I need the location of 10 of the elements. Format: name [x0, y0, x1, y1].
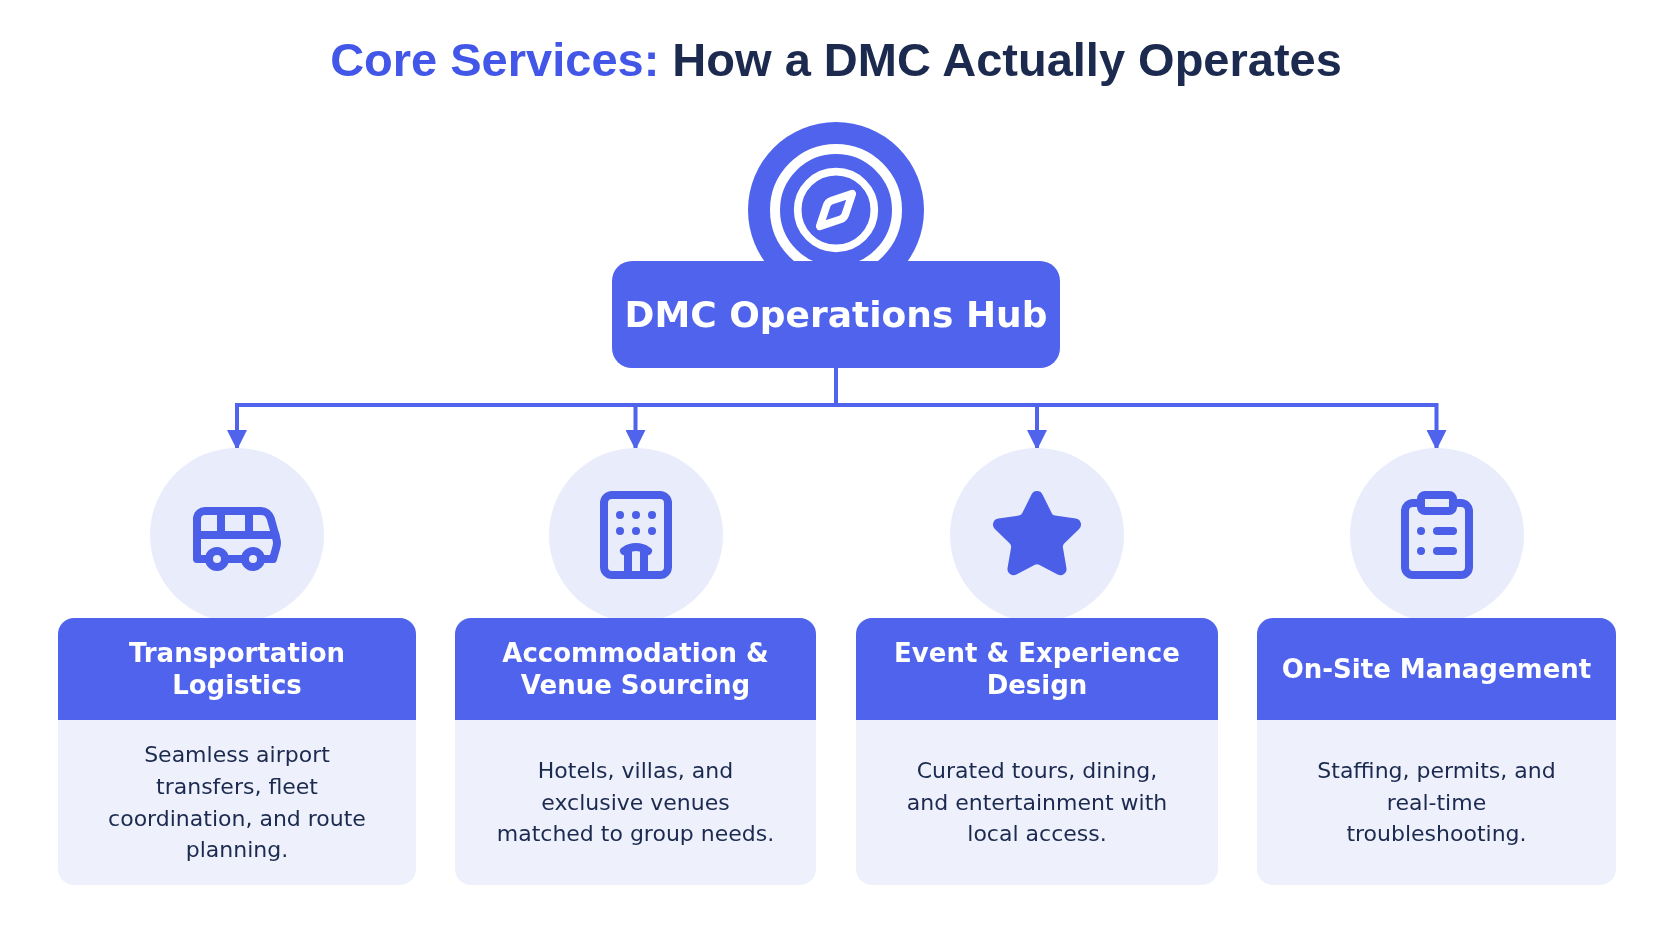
service-description: Staffing, permits, and real-time troubleshooting.	[1257, 720, 1616, 885]
service-description: Hotels, villas, and exclusive venues matched to group needs.	[455, 720, 816, 885]
service-header: Transportation Logistics	[58, 618, 416, 720]
hub-box: DMC Operations Hub	[612, 261, 1060, 368]
service-header: Accommodation & Venue Sourcing	[455, 618, 816, 720]
service-description: Curated tours, dining, and entertainment with local access.	[856, 720, 1218, 885]
service-description: Seamless airport transfers, fleet coordination, and route planning.	[58, 720, 416, 885]
title: Core Services: How a DMC Actually Operates	[329, 32, 1343, 87]
service-header: Event & Experience Design	[856, 618, 1218, 720]
service-header: On-Site Management	[1257, 618, 1616, 720]
